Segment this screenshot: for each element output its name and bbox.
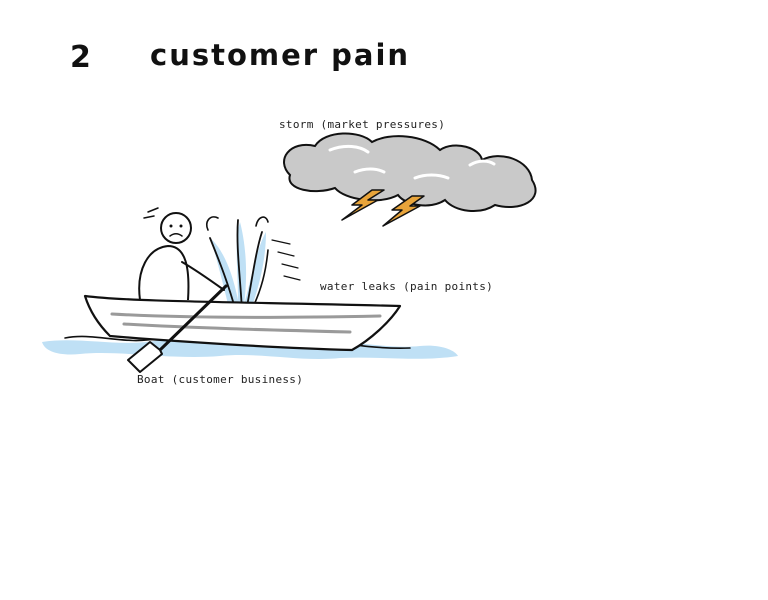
- oar-icon: [127, 284, 228, 373]
- lightning-icon: [341, 189, 425, 227]
- water-leak-icon: [205, 216, 301, 314]
- slide-title: customer pain: [150, 38, 411, 72]
- storm-label: storm (market pressures): [279, 118, 446, 131]
- water-leaks-label: water leaks (pain points): [320, 280, 494, 293]
- slide-number: 2: [70, 40, 91, 75]
- person-icon: [138, 207, 225, 301]
- storm-cloud-icon: [283, 132, 537, 212]
- boat-label: Boat (customer business): [137, 373, 304, 386]
- boat-icon: [83, 294, 402, 352]
